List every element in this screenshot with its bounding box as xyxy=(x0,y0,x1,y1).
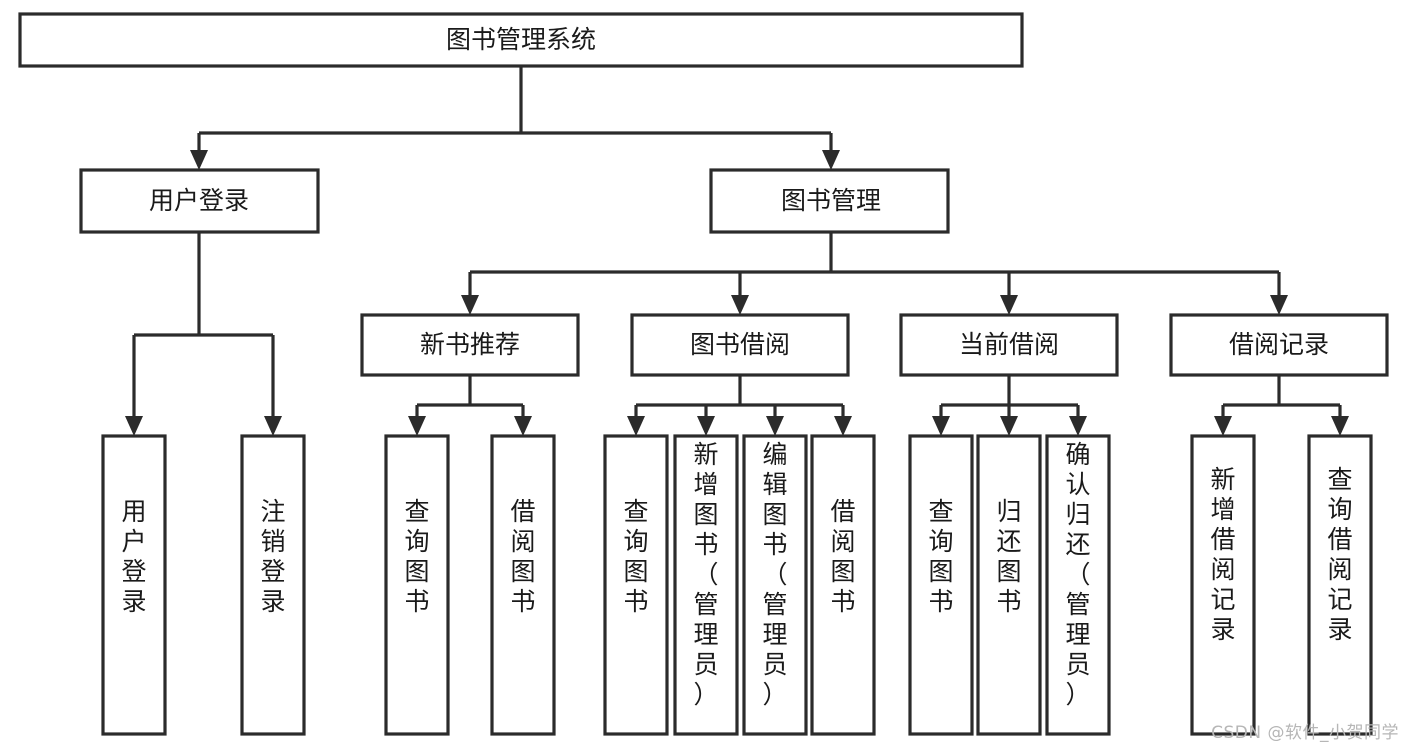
node-leaf-add-book-box[interactable] xyxy=(673,434,739,736)
arrow-leaf-query-record xyxy=(1331,416,1349,436)
node-leaf-borrow-book-1[interactable]: 借阅图书 xyxy=(490,434,556,736)
arrow-leaf-query-book-3 xyxy=(932,416,950,436)
node-book-manage-box[interactable] xyxy=(709,168,950,234)
node-leaf-add-record-box[interactable] xyxy=(1190,434,1256,736)
arrow-leaf-add-book xyxy=(697,416,715,436)
arrow-borrow-record xyxy=(1270,295,1288,315)
node-leaf-add-record[interactable]: 新增借阅记录 xyxy=(1190,434,1256,736)
arrow-leaf-borrow-book-2 xyxy=(834,416,852,436)
arrow-current-borrow xyxy=(1000,295,1018,315)
node-leaf-confirm-return-label: 确认归还（管理员） xyxy=(1065,440,1090,709)
arrow-leaf-edit-book xyxy=(766,416,784,436)
node-book-manage[interactable]: 图书管理 xyxy=(709,168,950,234)
node-leaf-return-book-label: 归还图书 xyxy=(996,497,1021,616)
node-leaf-user-login-label: 用户登录 xyxy=(121,497,146,616)
connector-layer xyxy=(125,66,1349,436)
node-borrow-record-label: 借阅记录 xyxy=(1229,330,1329,359)
node-leaf-return-book-box[interactable] xyxy=(976,434,1042,736)
node-leaf-edit-book-label: 编辑图书（管理员） xyxy=(762,440,787,709)
node-borrow-record-box[interactable] xyxy=(1169,313,1389,377)
arrow-leaf-add-record xyxy=(1214,416,1232,436)
node-leaf-query-book-3-label: 查询图书 xyxy=(928,497,953,616)
node-current-borrow-box[interactable] xyxy=(899,313,1119,377)
node-current-borrow-label: 当前借阅 xyxy=(959,330,1059,359)
node-leaf-edit-book-box[interactable] xyxy=(742,434,808,736)
node-new-book-rec[interactable]: 新书推荐 xyxy=(360,313,580,377)
node-leaf-user-logout[interactable]: 注销登录 xyxy=(240,434,306,736)
node-leaf-query-book-1-box[interactable] xyxy=(384,434,450,736)
node-leaf-query-record-label: 查询借阅记录 xyxy=(1327,465,1352,644)
node-user-login[interactable]: 用户登录 xyxy=(79,168,320,234)
node-new-book-rec-box[interactable] xyxy=(360,313,580,377)
node-leaf-user-logout-label: 注销登录 xyxy=(260,497,285,616)
node-leaf-user-login[interactable]: 用户登录 xyxy=(101,434,167,736)
arrow-leaf-query-book-1 xyxy=(408,416,426,436)
node-current-borrow[interactable]: 当前借阅 xyxy=(899,313,1119,377)
arrow-new-book-rec xyxy=(461,295,479,315)
node-leaf-query-record-box[interactable] xyxy=(1307,434,1373,736)
node-leaf-query-book-1-label: 查询图书 xyxy=(404,497,429,616)
node-leaf-borrow-book-1-box[interactable] xyxy=(490,434,556,736)
arrow-leaf-user-login xyxy=(125,416,143,436)
node-root-label: 图书管理系统 xyxy=(446,25,596,54)
node-user-login-label: 用户登录 xyxy=(149,186,249,215)
node-leaf-return-book[interactable]: 归还图书 xyxy=(976,434,1042,736)
node-leaf-query-book-3[interactable]: 查询图书 xyxy=(908,434,974,736)
node-leaf-user-login-box[interactable] xyxy=(101,434,167,736)
node-leaf-query-book-2-label: 查询图书 xyxy=(623,497,648,616)
arrow-leaf-confirm-return xyxy=(1069,416,1087,436)
node-book-borrow-label: 图书借阅 xyxy=(690,330,790,359)
arrow-leaf-borrow-book-1 xyxy=(514,416,532,436)
node-leaf-borrow-book-1-label: 借阅图书 xyxy=(510,497,535,616)
node-leaf-add-book-label: 新增图书（管理员） xyxy=(693,440,718,709)
node-leaf-borrow-book-2-box[interactable] xyxy=(810,434,876,736)
node-leaf-confirm-return-box[interactable] xyxy=(1045,434,1111,736)
arrow-leaf-user-logout xyxy=(264,416,282,436)
arrow-book-borrow xyxy=(731,295,749,315)
node-leaf-add-record-label: 新增借阅记录 xyxy=(1210,465,1235,644)
node-user-login-box[interactable] xyxy=(79,168,320,234)
node-book-manage-label: 图书管理 xyxy=(781,186,881,215)
node-root[interactable]: 图书管理系统 xyxy=(18,12,1024,68)
node-root-box[interactable] xyxy=(18,12,1024,68)
node-borrow-record[interactable]: 借阅记录 xyxy=(1169,313,1389,377)
node-leaf-add-book[interactable]: 新增图书（管理员） xyxy=(673,434,739,736)
node-leaf-edit-book[interactable]: 编辑图书（管理员） xyxy=(742,434,808,736)
arrow-leaf-query-book-2 xyxy=(627,416,645,436)
node-leaf-query-book-2-box[interactable] xyxy=(603,434,669,736)
node-book-borrow[interactable]: 图书借阅 xyxy=(630,313,850,377)
node-leaf-confirm-return[interactable]: 确认归还（管理员） xyxy=(1045,434,1111,736)
node-leaf-borrow-book-2[interactable]: 借阅图书 xyxy=(810,434,876,736)
node-new-book-rec-label: 新书推荐 xyxy=(420,330,520,359)
node-leaf-borrow-book-2-label: 借阅图书 xyxy=(830,497,855,616)
node-leaf-query-record[interactable]: 查询借阅记录 xyxy=(1307,434,1373,736)
node-leaf-query-book-2[interactable]: 查询图书 xyxy=(603,434,669,736)
node-leaf-query-book-1[interactable]: 查询图书 xyxy=(384,434,450,736)
arrow-user-login xyxy=(190,150,208,170)
node-leaf-user-logout-box[interactable] xyxy=(240,434,306,736)
node-book-borrow-box[interactable] xyxy=(630,313,850,377)
arrow-leaf-return-book xyxy=(1000,416,1018,436)
arrow-book-manage xyxy=(822,150,840,170)
node-leaf-query-book-3-box[interactable] xyxy=(908,434,974,736)
